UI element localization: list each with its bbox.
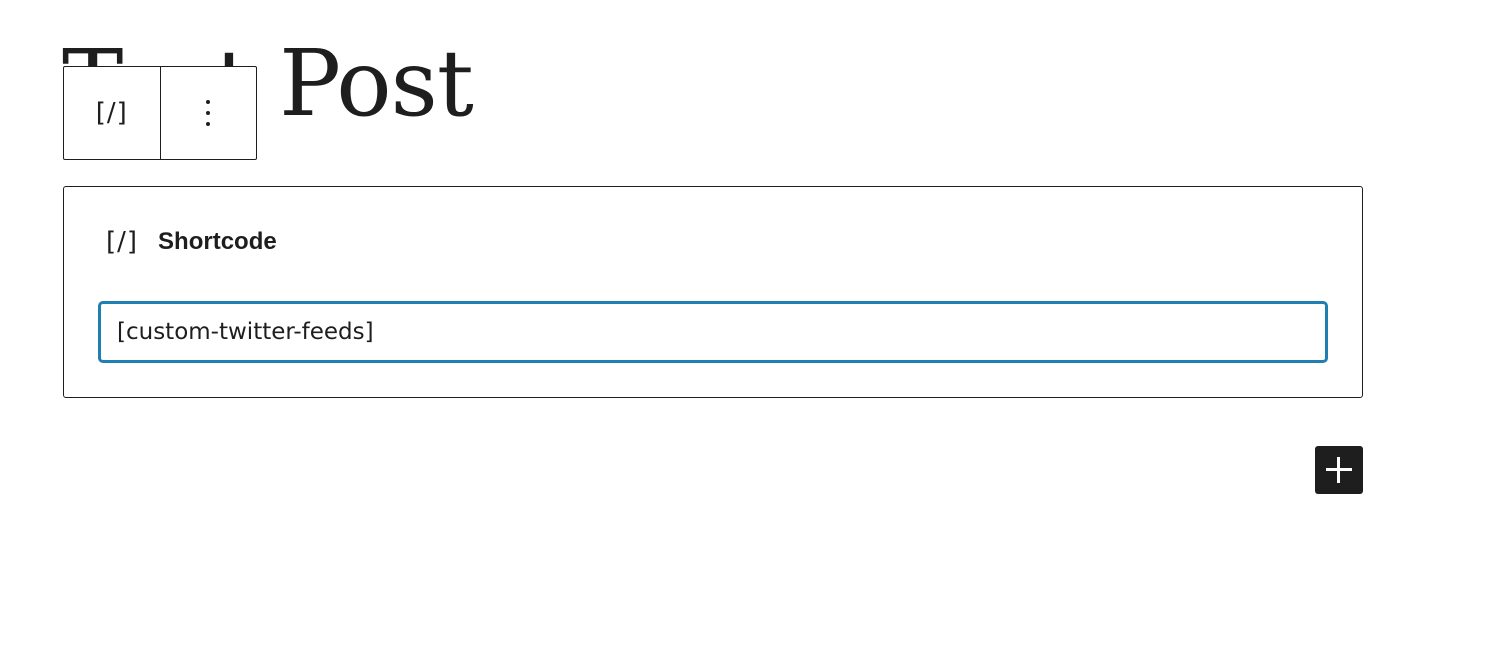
shortcode-icon: [/] [106, 227, 139, 257]
shortcode-block[interactable]: [/] Shortcode [63, 186, 1363, 398]
shortcode-label-text: Shortcode [158, 228, 277, 255]
plus-icon [1326, 457, 1352, 483]
block-toolbar: [/] [63, 66, 257, 160]
shortcode-icon: [/] [95, 98, 128, 128]
shortcode-input[interactable] [98, 301, 1328, 363]
more-vertical-icon [206, 100, 211, 126]
add-block-button[interactable] [1315, 446, 1363, 494]
shortcode-block-label: [/] Shortcode [106, 227, 277, 257]
block-type-button[interactable]: [/] [64, 67, 160, 159]
block-options-button[interactable] [159, 67, 257, 159]
